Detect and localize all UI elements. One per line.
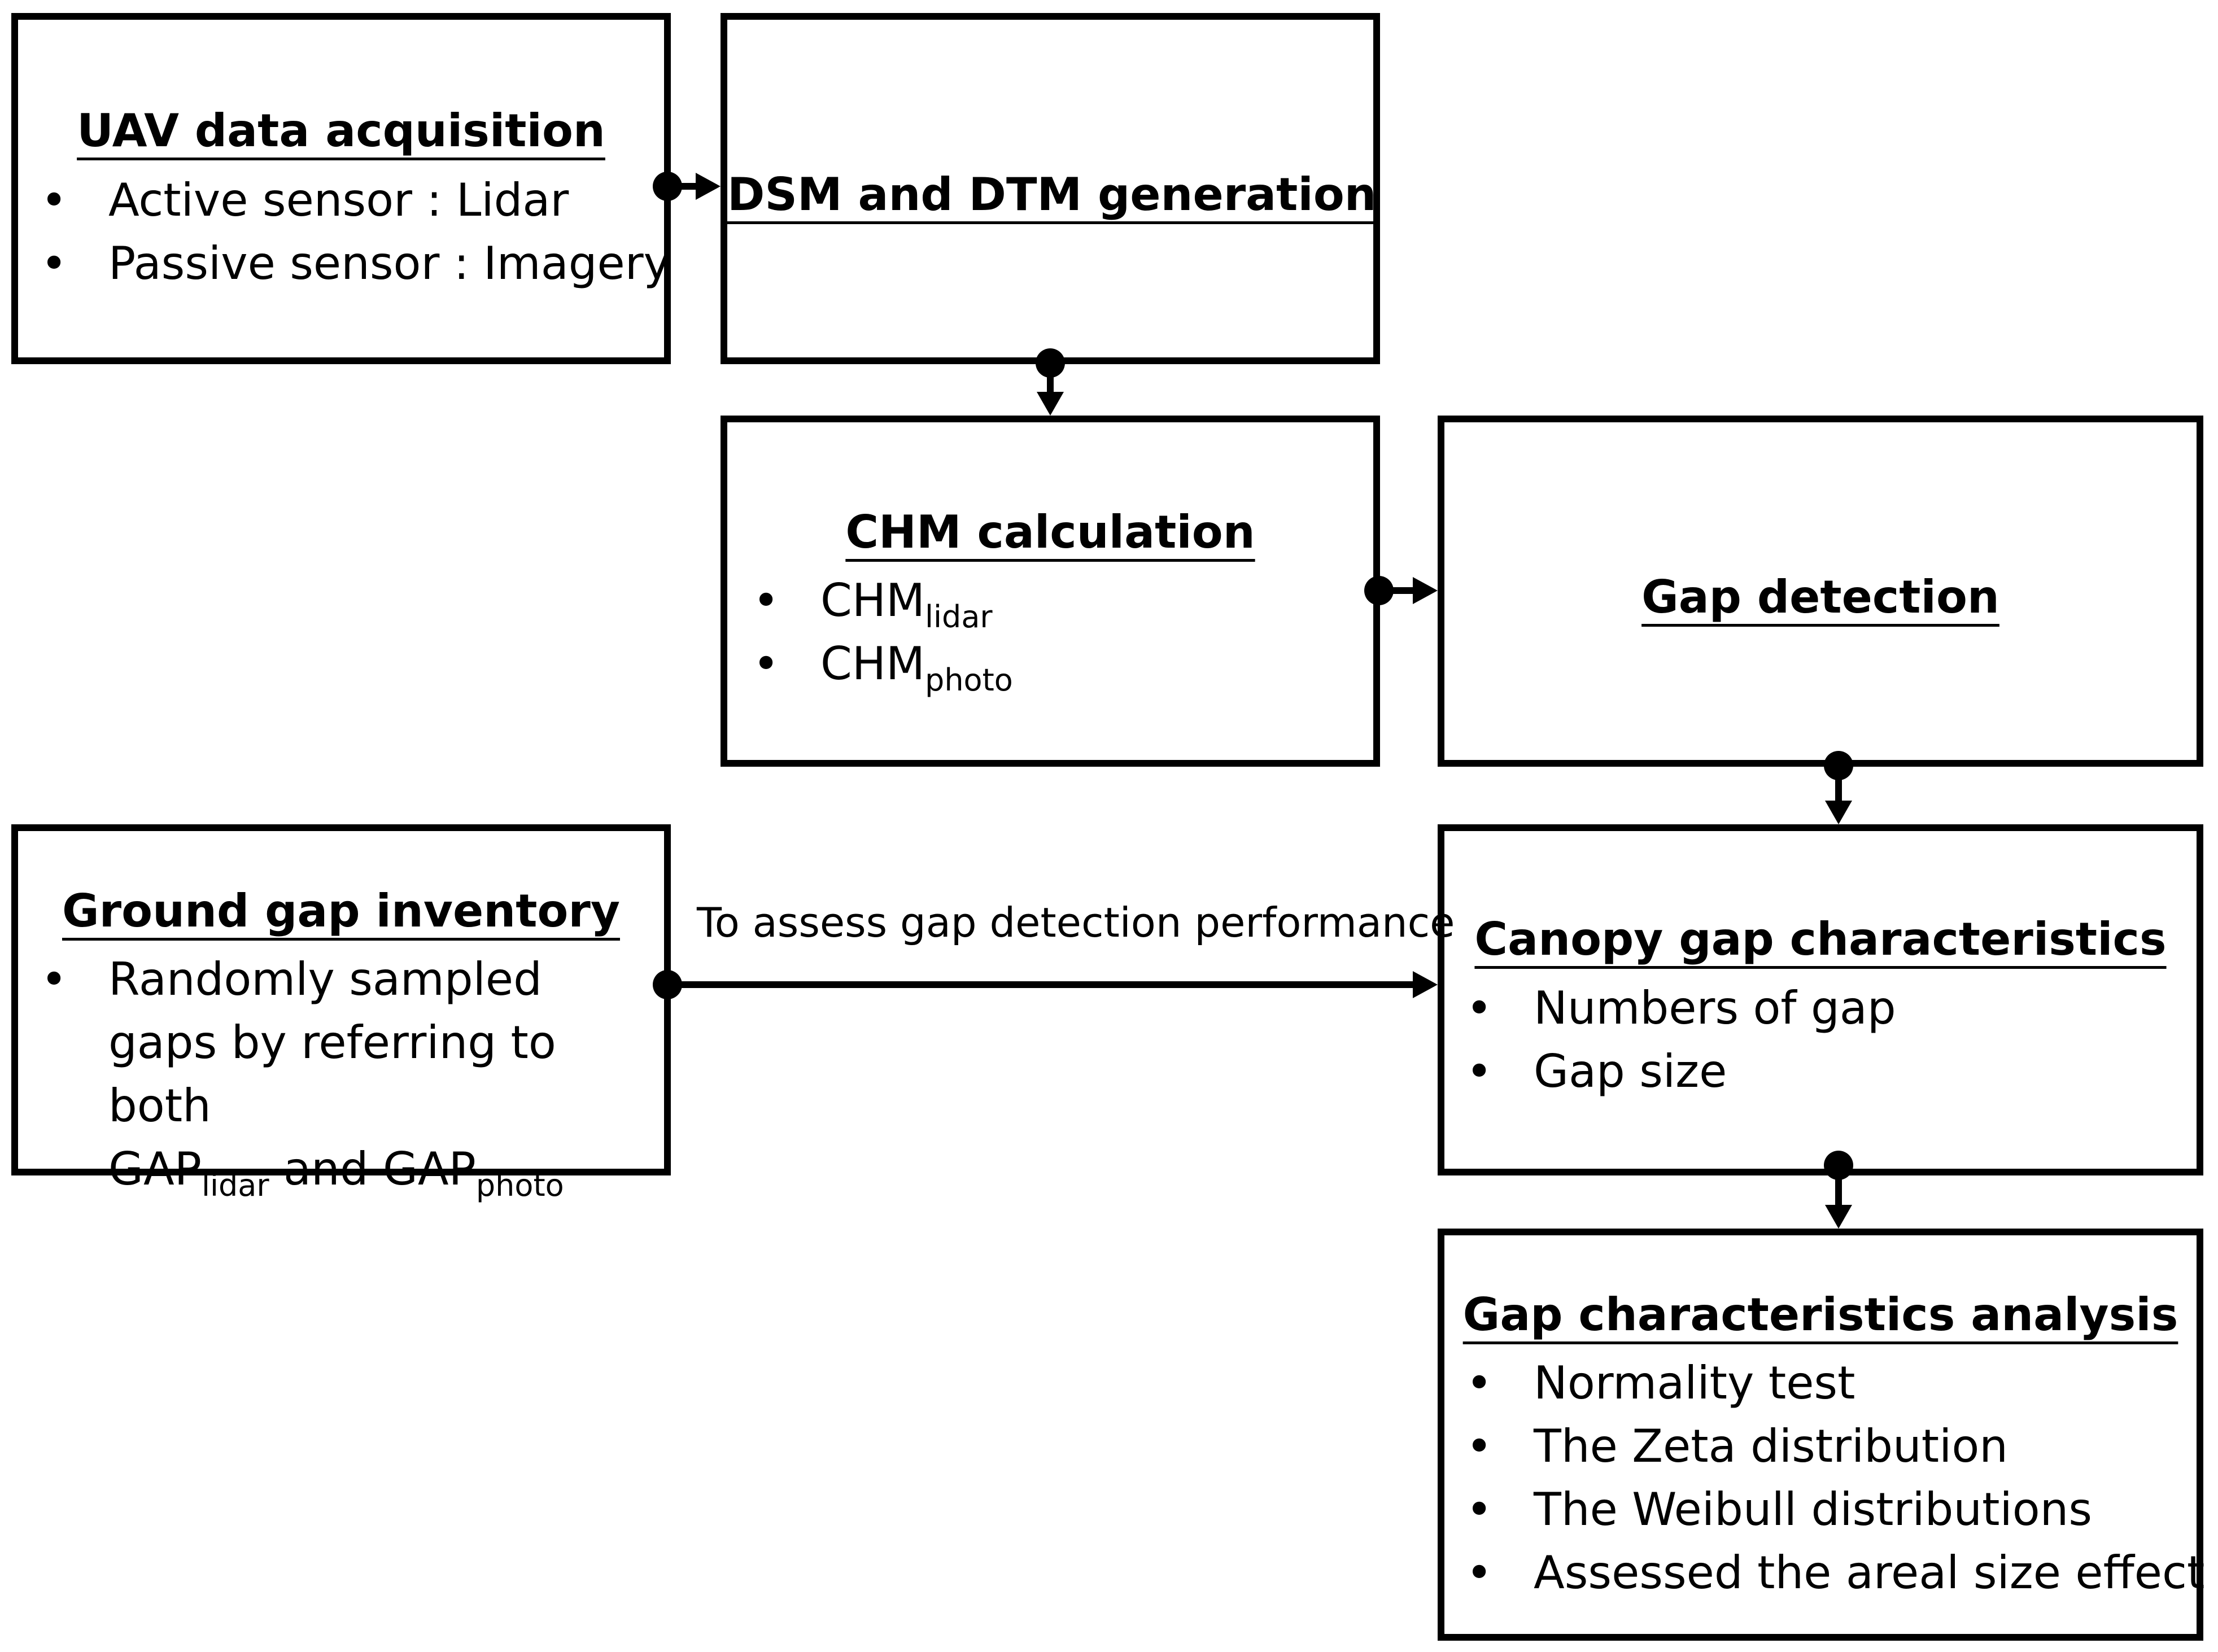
- canopy-box-title: Canopy gap characteristics: [1474, 913, 2167, 965]
- analysis-bullet-areal-size: •Assessed the areal size effect: [1466, 1546, 2205, 1599]
- uav-box-title: UAV data acquisition: [77, 104, 605, 157]
- uav-bullet-active: •Active sensor : Lidar: [41, 174, 569, 226]
- arrow-dsm-to-chm: [1036, 348, 1065, 416]
- analysis-box-title: Gap characteristics analysis: [1462, 1288, 2178, 1341]
- chm-bullet-list: •CHMlidar •CHMphoto: [753, 569, 1013, 698]
- canopy-bullet-list: •Numbers of gap •Gap size: [1466, 977, 1896, 1103]
- ground-bullet-list: • Randomly sampled gaps by referring to …: [41, 948, 650, 1203]
- canopy-bullet-size: •Gap size: [1466, 1045, 1727, 1098]
- chm-bullet-lidar: •CHMlidar: [753, 574, 993, 635]
- dsm-box-title: DSM and DTM generation: [727, 168, 1377, 221]
- connector-label: To assess gap detection performance: [697, 899, 1455, 946]
- uav-bullet-passive: •Passive sensor : Imagery: [41, 237, 670, 290]
- arrow-canopy-to-analysis: [1824, 1151, 1853, 1229]
- gap-detection-title: Gap detection: [1641, 571, 1999, 623]
- arrow-gap-detection-to-canopy: [1824, 751, 1853, 824]
- chm-box-title: CHM calculation: [845, 506, 1255, 558]
- uav-data-acquisition-box: UAV data acquisition •Active sensor : Li…: [11, 13, 671, 364]
- arrow-ground-to-canopy: [653, 970, 1438, 999]
- analysis-bullet-list: •Normality test •The Zeta distribution •…: [1466, 1352, 2205, 1605]
- analysis-bullet-weibull: •The Weibull distributions: [1466, 1483, 2093, 1536]
- chm-calculation-box: CHM calculation •CHMlidar •CHMphoto: [721, 416, 1380, 767]
- dsm-dtm-generation-box: DSM and DTM generation: [721, 13, 1380, 364]
- canopy-bullet-numbers: •Numbers of gap: [1466, 982, 1896, 1034]
- analysis-bullet-normality: •Normality test: [1466, 1357, 1855, 1409]
- gap-detection-box: Gap detection: [1438, 416, 2203, 767]
- arrow-chm-to-gap-detection: [1364, 576, 1438, 605]
- chm-bullet-photo: •CHMphoto: [753, 637, 1013, 698]
- ground-gap-inventory-box: Ground gap inventory • Randomly sampled …: [11, 824, 671, 1201]
- arrow-uav-to-dsm: [653, 172, 721, 201]
- ground-bullet-random-gaps: • Randomly sampled gaps by referring to …: [41, 953, 564, 1203]
- canopy-gap-characteristics-box: Canopy gap characteristics •Numbers of g…: [1438, 824, 2203, 1175]
- uav-bullet-list: •Active sensor : Lidar •Passive sensor :…: [41, 169, 670, 295]
- ground-box-title: Ground gap inventory: [62, 885, 620, 937]
- gap-characteristics-analysis-box: Gap characteristics analysis •Normality …: [1438, 1229, 2205, 1641]
- analysis-bullet-zeta: •The Zeta distribution: [1466, 1420, 2008, 1472]
